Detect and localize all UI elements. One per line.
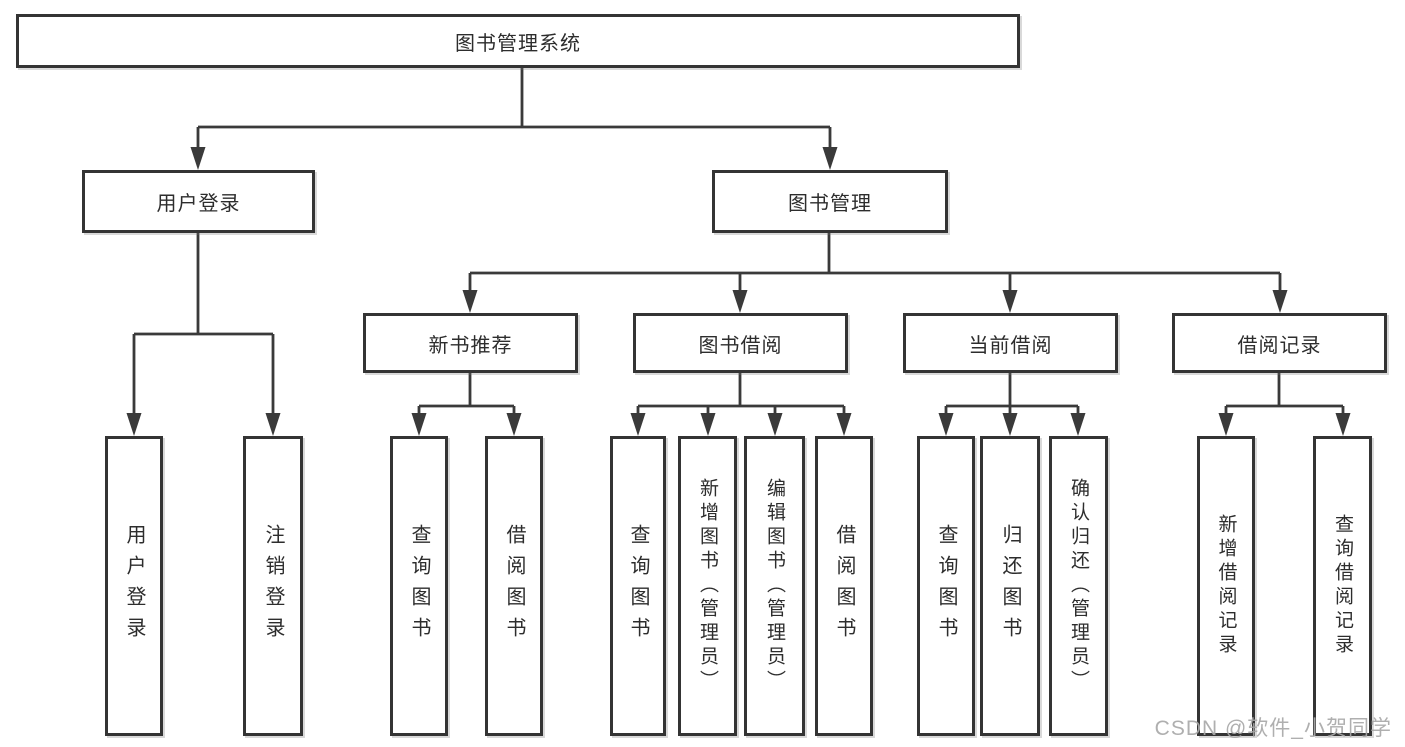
node-label: 图书管理系统 <box>455 32 581 55</box>
leaf-confirm-return-admin: 确认归还（管理员） <box>1049 436 1108 736</box>
node-library-management-system: 图书管理系统 <box>16 14 1020 68</box>
node-label: 新书推荐 <box>428 334 513 357</box>
node-label: 新增图书（管理员） <box>697 478 718 694</box>
node-label: 查询图书 <box>627 524 649 648</box>
node-label: 注销登录 <box>262 524 284 648</box>
csdn-watermark: CSDN @软件_小贺同学 <box>1154 717 1392 740</box>
node-label: 确认归还（管理员） <box>1068 478 1089 694</box>
leaf-borrow-books: 借阅图书 <box>815 436 873 736</box>
node-label: 查询图书 <box>408 524 430 648</box>
node-label: 编辑图书（管理员） <box>764 478 785 694</box>
node-label: 借阅记录 <box>1237 334 1322 357</box>
leaf-add-borrowing-record: 新增借阅记录 <box>1197 436 1255 736</box>
node-label: 新增借阅记录 <box>1215 514 1237 658</box>
leaf-borrow-books-recommend: 借阅图书 <box>485 436 543 736</box>
leaf-edit-book-admin: 编辑图书（管理员） <box>744 436 805 736</box>
leaf-query-books-recommend: 查询图书 <box>390 436 448 736</box>
leaf-user-login: 用户登录 <box>105 436 163 736</box>
node-label: 借阅图书 <box>833 524 855 648</box>
node-label: 归还图书 <box>999 524 1021 648</box>
node-current-borrowing: 当前借阅 <box>903 313 1118 373</box>
leaf-query-books-borrow: 查询图书 <box>610 436 666 736</box>
node-label: 图书借阅 <box>698 334 783 357</box>
node-user-login: 用户登录 <box>82 170 315 233</box>
node-label: 用户登录 <box>156 193 241 215</box>
node-label: 当前借阅 <box>968 334 1053 357</box>
node-book-borrowing: 图书借阅 <box>633 313 848 373</box>
node-new-book-recommendation: 新书推荐 <box>363 313 578 373</box>
node-book-management: 图书管理 <box>712 170 948 233</box>
leaf-query-books-current: 查询图书 <box>917 436 975 736</box>
leaf-query-borrowing-record: 查询借阅记录 <box>1313 436 1372 736</box>
node-borrowing-records: 借阅记录 <box>1172 313 1387 373</box>
node-label: 查询图书 <box>935 524 957 648</box>
node-label: 借阅图书 <box>503 524 525 648</box>
leaf-return-book: 归还图书 <box>980 436 1040 736</box>
node-label: 查询借阅记录 <box>1332 514 1353 658</box>
node-label: 用户登录 <box>123 524 145 648</box>
leaf-add-book-admin: 新增图书（管理员） <box>678 436 737 736</box>
node-label: 图书管理 <box>788 193 872 215</box>
leaf-logout: 注销登录 <box>243 436 303 736</box>
